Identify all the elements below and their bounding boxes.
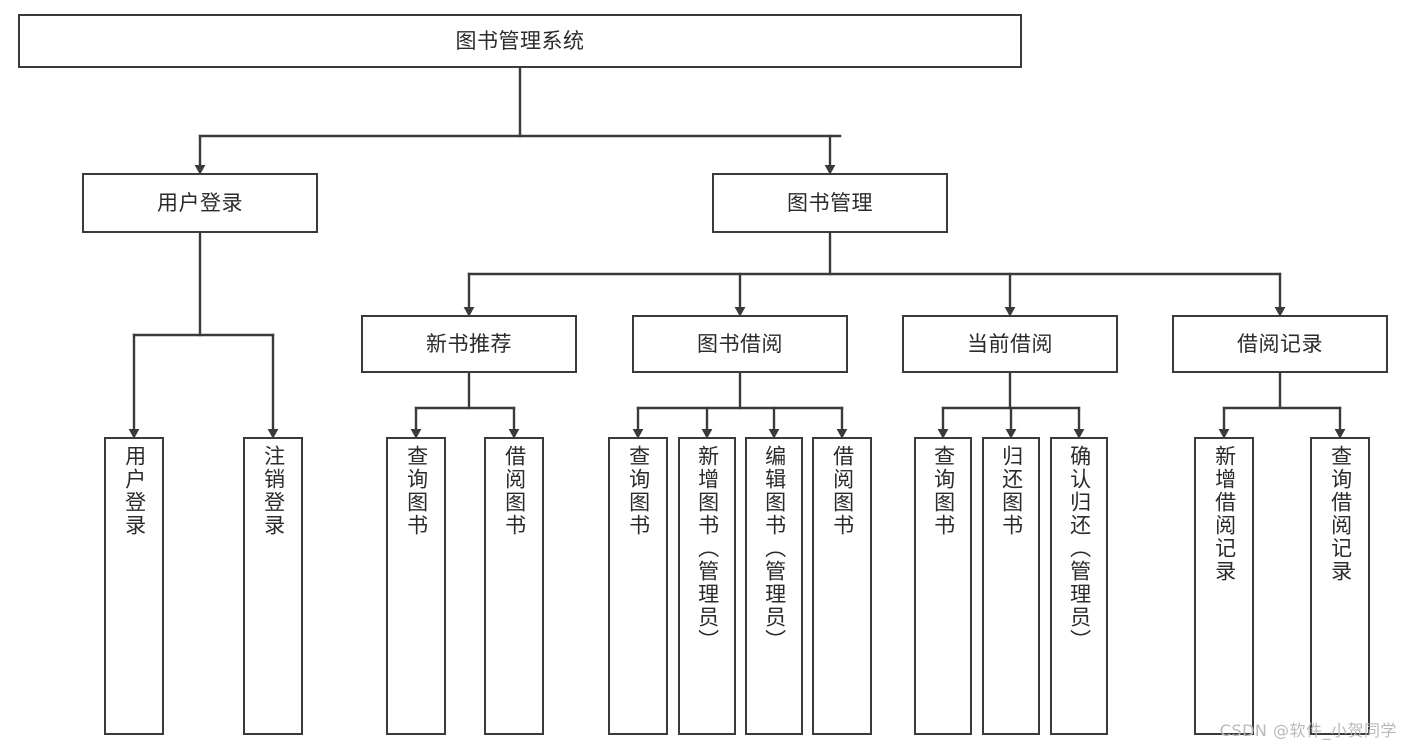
node-root[interactable]: 图书管理系统	[18, 14, 1022, 68]
node-root-label: 图书管理系统	[455, 28, 585, 53]
node-leaf-borrow-book-2-label: 借阅图书	[830, 445, 855, 537]
node-book-manage-label: 图书管理	[787, 190, 873, 215]
csdn-watermark: CSDN @软件_小贺同学	[1219, 721, 1397, 740]
node-leaf-edit-book[interactable]: 编辑图书（管理员）	[745, 437, 803, 735]
node-leaf-return-book[interactable]: 归还图书	[982, 437, 1040, 735]
node-leaf-add-record-label: 新增借阅记录	[1212, 445, 1237, 583]
node-leaf-user-logout-label: 注销登录	[261, 445, 286, 537]
node-leaf-borrow-book-1-label: 借阅图书	[502, 445, 527, 537]
node-borrow-record-label: 借阅记录	[1237, 331, 1323, 356]
node-leaf-confirm-return-label: 确认归还（管理员）	[1067, 445, 1092, 652]
node-leaf-edit-book-label: 编辑图书（管理员）	[762, 445, 787, 652]
node-leaf-add-book[interactable]: 新增图书（管理员）	[678, 437, 736, 735]
node-leaf-user-logout[interactable]: 注销登录	[243, 437, 303, 735]
node-leaf-add-record[interactable]: 新增借阅记录	[1194, 437, 1254, 735]
node-leaf-query-book-3-label: 查询图书	[931, 445, 956, 537]
node-leaf-borrow-book-1[interactable]: 借阅图书	[484, 437, 544, 735]
node-leaf-user-login[interactable]: 用户登录	[104, 437, 164, 735]
node-new-book-rec-label: 新书推荐	[426, 331, 512, 356]
node-leaf-borrow-book-2[interactable]: 借阅图书	[812, 437, 872, 735]
node-current-borrow-label: 当前借阅	[967, 331, 1053, 356]
node-leaf-user-login-label: 用户登录	[122, 445, 147, 537]
node-leaf-return-book-label: 归还图书	[999, 445, 1024, 537]
node-leaf-query-book-2[interactable]: 查询图书	[608, 437, 668, 735]
node-leaf-add-book-label: 新增图书（管理员）	[695, 445, 720, 652]
node-new-book-rec[interactable]: 新书推荐	[361, 315, 577, 373]
node-leaf-confirm-return[interactable]: 确认归还（管理员）	[1050, 437, 1108, 735]
node-user-login-label: 用户登录	[157, 190, 243, 215]
node-leaf-query-record-label: 查询借阅记录	[1328, 445, 1353, 583]
node-user-login[interactable]: 用户登录	[82, 173, 318, 233]
node-leaf-query-book-1[interactable]: 查询图书	[386, 437, 446, 735]
node-book-borrow[interactable]: 图书借阅	[632, 315, 848, 373]
node-borrow-record[interactable]: 借阅记录	[1172, 315, 1388, 373]
node-leaf-query-book-2-label: 查询图书	[626, 445, 651, 537]
node-book-borrow-label: 图书借阅	[697, 331, 783, 356]
node-book-manage[interactable]: 图书管理	[712, 173, 948, 233]
node-leaf-query-book-1-label: 查询图书	[404, 445, 429, 537]
node-current-borrow[interactable]: 当前借阅	[902, 315, 1118, 373]
node-leaf-query-book-3[interactable]: 查询图书	[914, 437, 972, 735]
node-leaf-query-record[interactable]: 查询借阅记录	[1310, 437, 1370, 735]
